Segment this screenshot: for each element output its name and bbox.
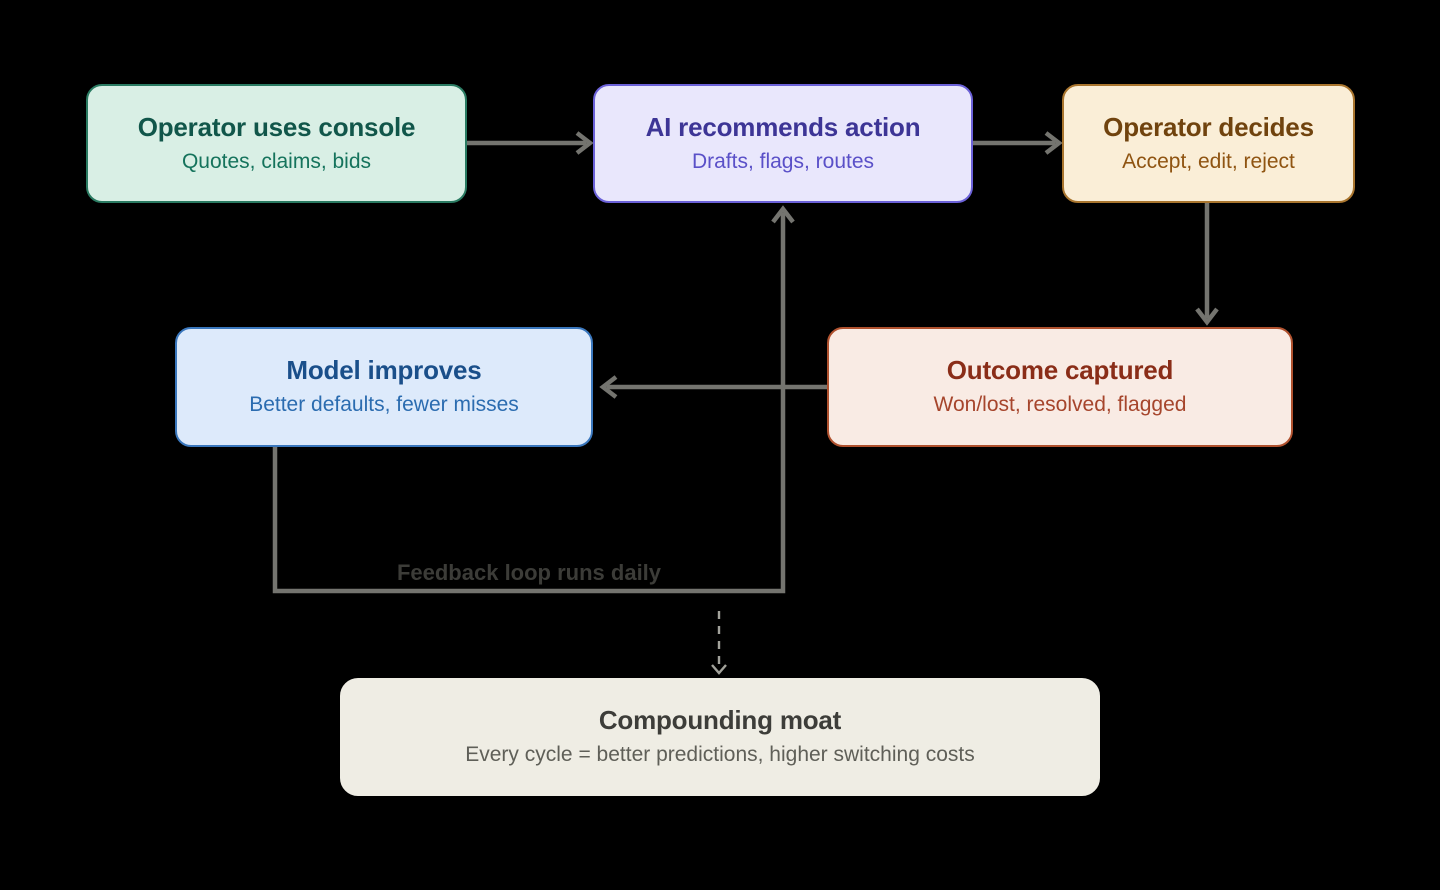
node-operator-decides: Operator decides Accept, edit, reject xyxy=(1062,84,1355,203)
node-title: Operator decides xyxy=(1103,111,1314,142)
arrowhead-up-icon xyxy=(771,205,795,224)
node-compounding-moat: Compounding moat Every cycle = better pr… xyxy=(340,678,1100,796)
arrowhead-down-small-icon xyxy=(711,664,727,675)
arrowhead-right-icon xyxy=(1044,131,1063,155)
node-subtitle: Accept, edit, reject xyxy=(1122,149,1295,173)
node-operator-console: Operator uses console Quotes, claims, bi… xyxy=(86,84,467,203)
connector-feedback-loop xyxy=(272,213,786,594)
node-ai-recommends: AI recommends action Drafts, flags, rout… xyxy=(593,84,973,203)
feedback-loop-label: Feedback loop runs daily xyxy=(396,560,662,585)
node-title: Operator uses console xyxy=(137,111,416,142)
node-subtitle: Won/lost, resolved, flagged xyxy=(933,393,1187,417)
node-title: Outcome captured xyxy=(946,355,1174,386)
node-subtitle: Better defaults, fewer misses xyxy=(249,393,519,417)
solid-connectors xyxy=(272,131,1219,594)
arrowhead-right-icon xyxy=(575,131,594,155)
arrowhead-down-icon xyxy=(1195,307,1219,326)
node-title: Compounding moat xyxy=(598,705,842,736)
dashed-connectors xyxy=(711,611,727,675)
node-subtitle: Drafts, flags, routes xyxy=(691,149,875,173)
node-title: Model improves xyxy=(286,355,482,386)
arrowhead-left-icon xyxy=(599,375,618,399)
node-outcome-captured: Outcome captured Won/lost, resolved, fla… xyxy=(827,327,1293,447)
node-title: AI recommends action xyxy=(645,111,921,142)
node-subtitle: Every cycle = better predictions, higher… xyxy=(465,743,975,767)
node-model-improves: Model improves Better defaults, fewer mi… xyxy=(175,327,593,447)
node-subtitle: Quotes, claims, bids xyxy=(181,149,372,173)
